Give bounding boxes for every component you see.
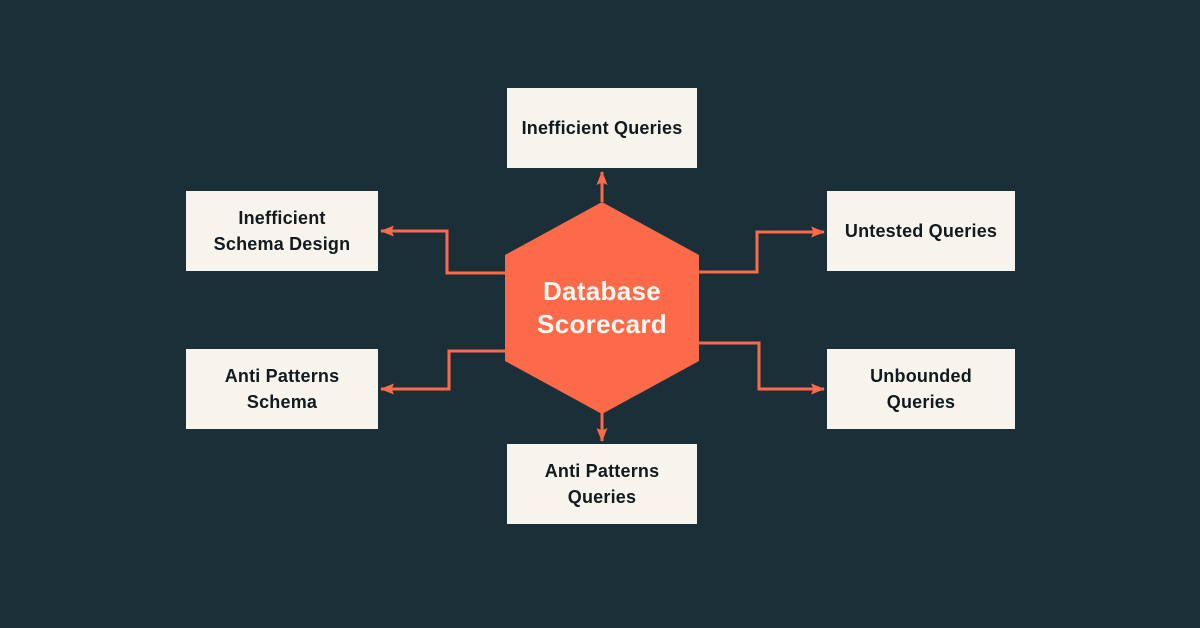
node-label: Inefficient Queries	[521, 118, 683, 138]
connector-bottom-left	[380, 349, 505, 395]
node-label: Unbounded Queries	[870, 366, 972, 412]
node-label: Inefficient Schema Design	[213, 208, 351, 254]
node-label: Anti Patterns Queries	[544, 461, 660, 507]
node-label: Untested Queries	[844, 221, 998, 241]
node-label: Anti Patterns Schema	[224, 366, 340, 412]
node-anti-patterns-queries: Anti Patterns Queries	[507, 444, 697, 524]
connector-top-right	[698, 226, 825, 274]
node-inefficient-queries: Inefficient Queries	[507, 88, 697, 168]
node-unbounded-queries: Unbounded Queries	[827, 349, 1015, 429]
connector-top-left	[380, 225, 505, 275]
center-node-label: Database Scorecard	[537, 276, 667, 339]
node-anti-patterns-schema: Anti Patterns Schema	[186, 349, 378, 429]
node-untested-queries: Untested Queries	[827, 191, 1015, 271]
node-inefficient-schema-design: Inefficient Schema Design	[186, 191, 378, 271]
connector-bottom-right	[698, 341, 825, 395]
